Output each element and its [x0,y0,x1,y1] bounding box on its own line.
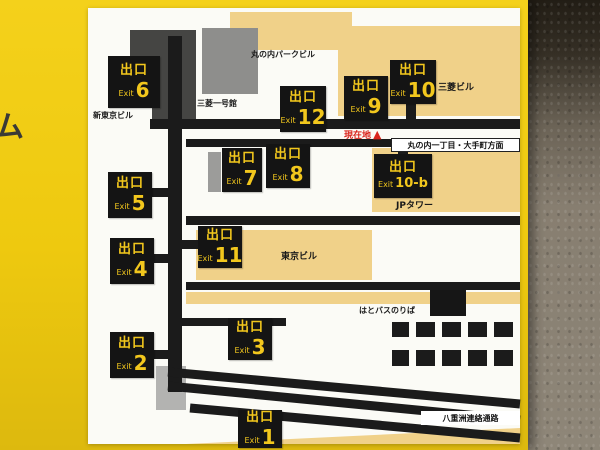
exit-number-row: Exit 4 [116,259,147,279]
exit-number-row: Exit 12 [281,107,326,127]
building-label-tokyo-bldg: 東京ビル [281,252,318,262]
current-location-marker-icon: ▲ [373,128,382,141]
exit-number-row: Exit 3 [234,337,265,357]
black-building [430,288,466,316]
exit-en-label: Exit [244,436,260,445]
building-label-hato-bus: はとバスのりば [359,306,415,315]
exit-number: 10 [407,78,436,102]
platform-hatching [392,322,520,366]
exit-jp-label: 出口 [119,63,148,78]
exit-number: 2 [133,351,148,375]
exit-jp-label: 出口 [288,90,317,105]
exit-en-label: Exit [378,180,394,189]
exit-number-row: Exit 9 [350,96,381,116]
exit-8-marker: 出口 Exit 8 [266,144,310,188]
exit-1-marker: 出口 Exit 1 [238,410,282,448]
exit-number-row: Exit 10 [391,80,436,100]
exit-10-marker: 出口 Exit 10 [390,60,436,104]
exit-en-label: Exit [234,346,250,355]
exit-en-label: Exit [226,177,242,186]
exit-10b-marker: 出口 Exit 10-b [374,154,432,198]
building-label-mitsubishi: 三菱ビル [438,83,475,93]
exit-number: 11 [214,243,243,267]
exit-en-label: Exit [280,116,296,125]
yellow-sign-board: ム [0,0,528,450]
exit-en-label: Exit [390,89,406,98]
yaesu-passage-diagonals [167,367,521,443]
exit-number: 9 [367,94,382,118]
exit-number: 8 [289,162,304,186]
exit-4-marker: 出口 Exit 4 [110,238,154,284]
exit-3-marker: 出口 Exit 3 [228,318,272,360]
building-label-jp-tower: JPタワー [396,201,433,211]
wall-background [520,0,600,450]
exit-number-row: Exit 5 [114,193,145,213]
exit-number-row: Exit 6 [118,80,149,100]
exit-jp-label: 出口 [205,228,234,243]
building-label-marunouchi-park: 丸の内パークビル [251,50,315,59]
current-location-label: 現在地 [344,131,372,141]
exit-number-row: Exit 8 [272,164,303,184]
exit-en-label: Exit [114,202,130,211]
yaesu-passage-label: 八重洲連絡通路 [421,411,520,425]
exit-number-row: Exit 1 [244,427,275,447]
exit-en-label: Exit [272,173,288,182]
exit-6-marker: 出口 Exit 6 [108,56,160,108]
exit-jp-label: 出口 [245,410,274,425]
exit-jp-label: 出口 [398,63,427,78]
exit-number-row: Exit 11 [198,245,243,265]
exit-11-marker: 出口 Exit 11 [198,226,243,268]
current-location: 現在地 ▲ [344,128,381,141]
exit-number-row: Exit 10-b [378,177,428,191]
exit-en-label: Exit [197,254,213,263]
exit-number: 6 [135,78,150,102]
direction-label-box: 丸の内一丁目・大手町方面 [391,138,520,152]
exit-jp-label: 出口 [227,151,256,166]
exit-9-marker: 出口 Exit 9 [344,76,388,120]
exit-jp-label: 出口 [388,160,417,175]
exit-7-marker: 出口 Exit 7 [222,148,262,192]
exit-number: 7 [243,166,258,190]
exit-en-label: Exit [116,268,132,277]
exit-jp-label: 出口 [115,176,144,191]
exit-en-label: Exit [116,362,132,371]
building-label-shin-tokyo: 新東京ビル [93,111,133,120]
exit-5-marker: 出口 Exit 5 [108,172,152,218]
exit-jp-label: 出口 [117,242,146,257]
exit-en-label: Exit [118,89,134,98]
exit-jp-label: 出口 [273,147,302,162]
partial-left-character: ム [0,110,24,145]
exit-jp-label: 出口 [117,336,146,351]
exit-12-marker: 出口 Exit 12 [280,86,326,132]
exit-number: 12 [297,105,326,129]
exit-number: 5 [131,191,146,215]
exit-number-row: Exit 7 [226,168,257,188]
exit-number: 3 [251,335,266,359]
exit-jp-label: 出口 [235,320,264,335]
exit-number-row: Exit 2 [116,353,147,373]
exit-jp-label: 出口 [351,79,380,94]
exit-number: 1 [261,425,276,449]
exit-2-marker: 出口 Exit 2 [110,332,154,378]
exit-number: 4 [133,257,148,281]
exit-number: 10-b [395,176,428,191]
building-label-mitsubishi-ichigokan: 三菱一号館 [197,99,237,108]
exit-en-label: Exit [350,105,366,114]
